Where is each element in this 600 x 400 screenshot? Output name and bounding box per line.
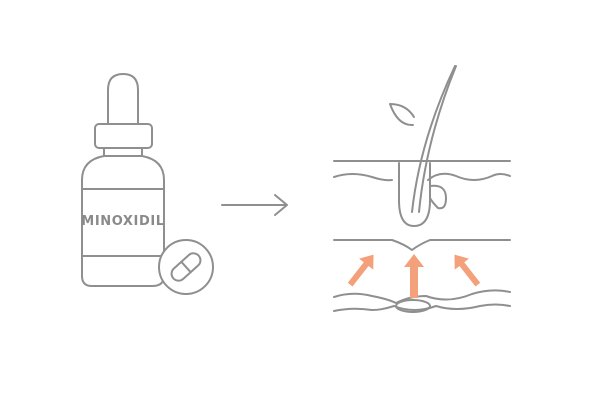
up-arrow-icon (404, 254, 424, 298)
hair-follicle-skin-icon (333, 65, 511, 313)
up-arrow-icon (347, 254, 374, 287)
blood-flow-arrows (347, 254, 481, 298)
capsule-pill-icon (158, 239, 214, 295)
dropper-bottle-icon: MINOXIDIL (81, 73, 165, 287)
up-arrow-icon (454, 254, 481, 287)
right-arrow-icon (221, 194, 288, 216)
bottle-label: MINOXIDIL (81, 214, 164, 229)
